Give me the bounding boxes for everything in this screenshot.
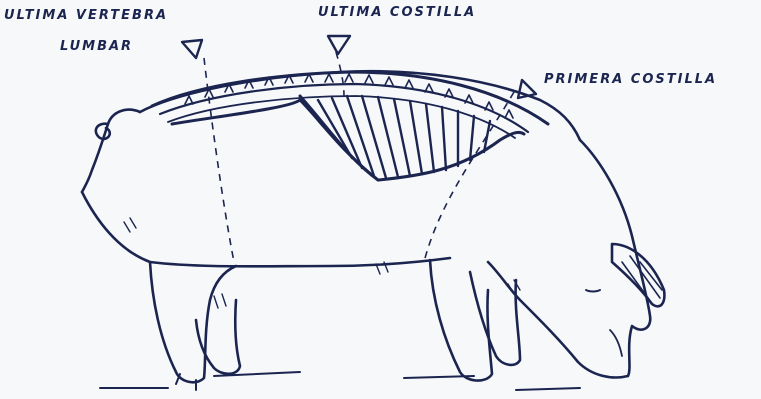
head-outline (488, 140, 650, 377)
marker-ultima-costilla-triangle (328, 36, 350, 54)
marker-primera-costilla-triangle (518, 80, 536, 98)
label-primera-costilla: PRIMERA COSTILLA (544, 72, 717, 87)
label-ultima-vertebra: ULTIMA VERTEBRA (4, 8, 168, 23)
ear (612, 244, 664, 306)
label-ultima-costilla: ULTIMA COSTILLA (318, 5, 476, 20)
tail (82, 110, 140, 192)
dashed-line-ultima-costilla (336, 52, 344, 96)
belly-outline (82, 192, 450, 266)
label-lumbar: LUMBAR (60, 39, 133, 54)
ribs (318, 96, 490, 178)
rear-leg (150, 262, 236, 382)
marker-ultima-vertebra-triangle (182, 40, 202, 58)
dashed-line-primera-costilla (424, 92, 514, 262)
